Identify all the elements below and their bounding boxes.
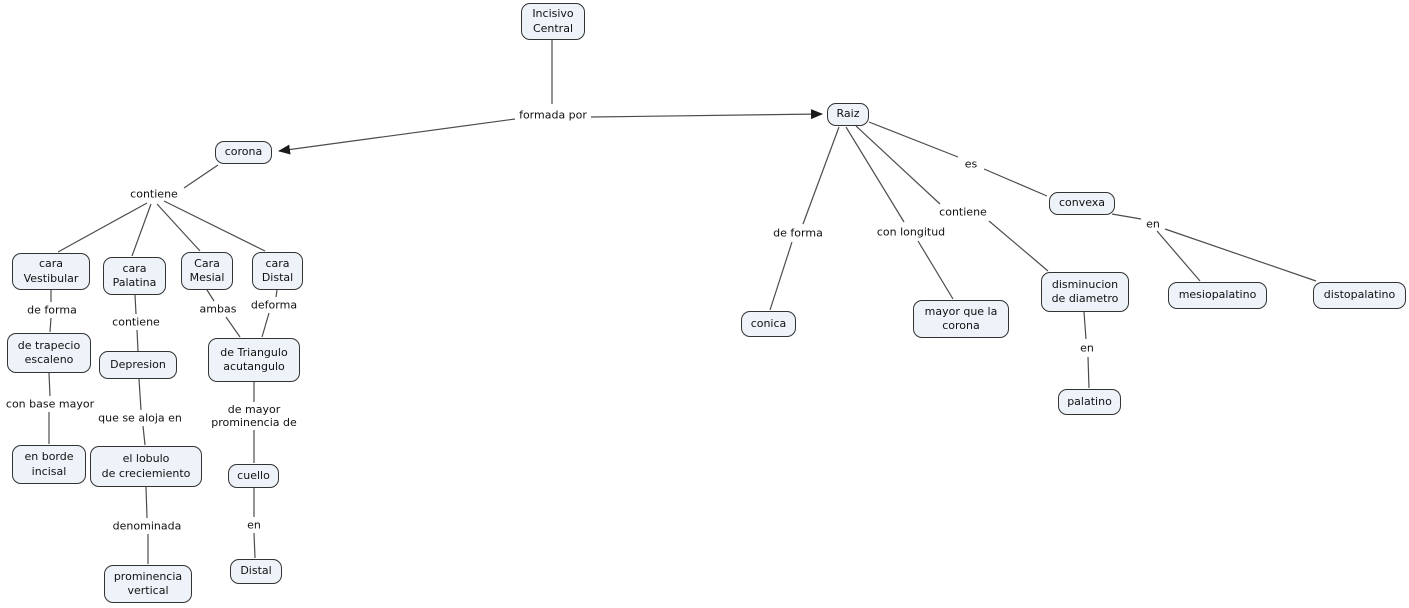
link-label-en-cuello-distal[interactable]: en — [244, 518, 264, 532]
link-label-deforma[interactable]: deforma — [247, 298, 301, 312]
node-disminucion-de-diametro[interactable]: disminucion de diametro — [1041, 272, 1129, 312]
node-mayor-que-la-corona[interactable]: mayor que la corona — [913, 300, 1009, 338]
edge-de-forma-to-conica — [769, 241, 793, 311]
link-label-de-mayor-prominencia-de[interactable]: de mayor prominencia de — [208, 402, 300, 430]
link-label-de-forma-vestibular[interactable]: de forma — [24, 303, 80, 317]
edge-raiz-to-es — [868, 121, 959, 158]
node-incisivo-central[interactable]: Incisivo Central — [521, 3, 585, 40]
edge-de-forma-to-trapecio — [49, 317, 52, 333]
link-label-formada-por[interactable]: formada por — [516, 108, 590, 122]
edge-formada-por-to-corona — [278, 118, 516, 155]
link-label-contiene-palatina[interactable]: contiene — [109, 315, 163, 329]
edge-trapecio-to-con-base-mayor — [48, 372, 51, 397]
node-el-lobulo-de-creciemiento[interactable]: el lobulo de creciemiento — [90, 446, 202, 487]
edge-raiz-to-contiene — [855, 125, 941, 205]
node-cuello[interactable]: cuello — [228, 464, 279, 488]
node-palatino[interactable]: palatino — [1058, 389, 1121, 415]
link-label-con-longitud[interactable]: con longitud — [873, 225, 949, 239]
node-cara-vestibular[interactable]: cara Vestibular — [12, 253, 90, 290]
node-cara-palatina[interactable]: cara Palatina — [103, 257, 166, 295]
edge-es-to-convexa — [983, 168, 1048, 197]
node-en-borde-incisal[interactable]: en borde incisal — [12, 445, 86, 484]
edge-con-longitud-to-mayor — [917, 240, 954, 300]
edge-contiene-to-cara-palatina — [131, 203, 152, 257]
link-label-contiene-raiz[interactable]: contiene — [936, 205, 990, 219]
edge-contiene-to-disminucion — [988, 220, 1049, 272]
edge-raiz-to-de-forma — [802, 126, 840, 225]
edge-depresion-to-que-se-aloja — [138, 378, 142, 411]
node-raiz[interactable]: Raiz — [827, 103, 869, 126]
edge-convexa-to-en — [1111, 213, 1142, 220]
edge-contiene-to-cara-distal — [163, 200, 266, 252]
edge-mesial-to-ambas — [206, 289, 215, 302]
edge-contiene-to-depresion — [136, 329, 139, 352]
link-label-contiene-corona[interactable]: contiene — [127, 187, 181, 201]
edge-corona-to-contiene — [183, 164, 219, 189]
edge-en-to-mesiopalatino — [1156, 230, 1201, 282]
node-corona[interactable]: corona — [215, 141, 272, 164]
link-label-ambas[interactable]: ambas — [196, 302, 240, 316]
node-distal[interactable]: Distal — [230, 559, 282, 584]
edge-deforma-to-triangulo — [261, 312, 270, 338]
node-de-trapecio-escaleno[interactable]: de trapecio escaleno — [7, 333, 91, 373]
edge-contiene-to-cara-vestibular — [57, 202, 148, 253]
node-distopalatino[interactable]: distopalatino — [1313, 282, 1406, 309]
node-cara-mesial[interactable]: Cara Mesial — [181, 252, 233, 290]
node-conica[interactable]: conica — [741, 311, 796, 337]
node-depresion[interactable]: Depresion — [99, 351, 177, 379]
edge-en-to-palatino — [1087, 356, 1090, 389]
node-mesiopalatino[interactable]: mesiopalatino — [1168, 282, 1267, 309]
edge-que-se-aloja-to-lobulo — [142, 425, 146, 446]
edge-distal-to-deforma — [275, 289, 278, 298]
link-label-con-base-mayor[interactable]: con base mayor — [2, 397, 98, 411]
edge-en-to-distopalatino — [1164, 228, 1317, 282]
node-prominencia-vertical[interactable]: prominencia vertical — [104, 565, 192, 603]
link-label-en-palatino[interactable]: en — [1077, 341, 1097, 355]
link-label-denominada[interactable]: denominada — [109, 519, 185, 533]
edge-contiene-to-cara-mesial — [156, 203, 201, 252]
edge-lobulo-to-denominada — [145, 486, 148, 519]
link-label-de-forma-raiz[interactable]: de forma — [770, 226, 826, 240]
edge-disminucion-to-en — [1083, 311, 1087, 340]
link-label-en-convexa[interactable]: en — [1143, 217, 1163, 231]
node-cara-distal[interactable]: cara Distal — [252, 252, 303, 290]
edge-raiz-to-con-longitud — [845, 126, 905, 223]
link-label-es[interactable]: es — [961, 157, 981, 171]
node-de-triangulo-acutangulo[interactable]: de Triangulo acutangulo — [208, 338, 300, 382]
edge-ambas-to-triangulo — [225, 316, 241, 338]
link-label-que-se-aloja-en[interactable]: que se aloja en — [95, 411, 185, 425]
edge-formada-por-to-raiz — [590, 109, 823, 120]
edge-en-to-distal — [253, 532, 256, 559]
edge-palatina-to-contiene — [134, 294, 137, 315]
node-convexa[interactable]: convexa — [1049, 192, 1115, 215]
